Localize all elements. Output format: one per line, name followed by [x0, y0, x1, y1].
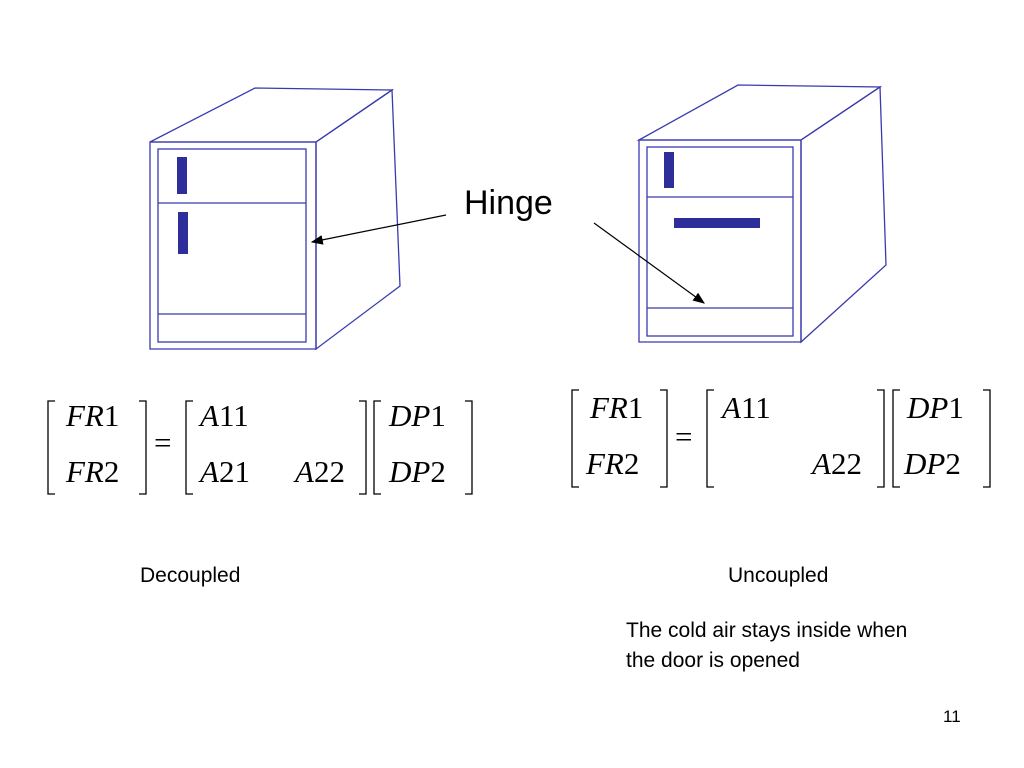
- left-dp2-index: 2: [430, 454, 446, 489]
- right-a22-symbol: A: [812, 446, 831, 481]
- left-equals-sign: =: [154, 425, 172, 460]
- left-dp2-symbol: DP: [389, 454, 431, 489]
- right-a-bracket-open: [706, 389, 714, 488]
- left-fr2-symbol: FR: [66, 454, 104, 489]
- right-fr1-index: 1: [627, 390, 644, 425]
- left-fr2: FR2: [66, 454, 119, 490]
- left-dp-bracket-open: [373, 400, 381, 495]
- left-fr1: FR1: [66, 398, 119, 434]
- right-equation-brackets: [571, 389, 991, 488]
- right-dp1: DP1: [907, 390, 964, 426]
- hinge-label: Hinge: [464, 184, 553, 222]
- uncoupled-note-line-1: The cold air stays inside when: [626, 619, 908, 642]
- right-a22-index: 22: [830, 446, 862, 481]
- right-fr2-index: 2: [623, 446, 640, 481]
- left-a22-symbol: A: [295, 454, 314, 489]
- right-fr2-symbol: FR: [586, 446, 624, 481]
- uncoupled-note-line-2: the door is opened: [626, 649, 800, 672]
- left-a11-index: 11: [218, 398, 249, 433]
- left-dp1: DP1: [389, 398, 446, 434]
- left-fr-bracket-close: [139, 400, 147, 495]
- refrigerator-uncoupled: [636, 84, 887, 344]
- left-fr2-index: 2: [103, 454, 120, 489]
- left-equation-brackets: [47, 400, 473, 495]
- right-dp2-index: 2: [945, 446, 961, 481]
- right-a11-symbol: A: [722, 390, 741, 425]
- left-dp-bracket-close: [465, 400, 473, 495]
- left-a21: A21: [200, 454, 250, 490]
- right-a22: A22: [812, 446, 862, 482]
- fridge-right-inner: [646, 146, 794, 337]
- right-dp1-symbol: DP: [907, 390, 949, 425]
- right-fr-bracket-open: [571, 389, 579, 488]
- right-a11: A11: [722, 390, 771, 426]
- left-a21-symbol: A: [200, 454, 219, 489]
- left-a22: A22: [295, 454, 345, 490]
- fridge-right-drawer-handle: [674, 218, 760, 228]
- fridge-left-inner: [157, 148, 307, 343]
- left-a21-index: 21: [218, 454, 250, 489]
- refrigerator-decoupled: [149, 87, 401, 351]
- right-equals-sign: =: [675, 419, 693, 454]
- left-fr1-index: 1: [103, 398, 120, 433]
- right-fr-bracket-close: [660, 389, 668, 488]
- fridge-left-side: [315, 88, 401, 351]
- fridge-right-side: [800, 85, 887, 344]
- right-dp2: DP2: [904, 446, 961, 482]
- right-a11-index: 11: [740, 390, 771, 425]
- left-dp1-symbol: DP: [389, 398, 431, 433]
- right-dp2-symbol: DP: [904, 446, 946, 481]
- right-fr1-symbol: FR: [590, 390, 628, 425]
- page-number: 11: [943, 707, 961, 726]
- right-fr2: FR2: [586, 446, 639, 482]
- right-dp-bracket-close: [983, 389, 991, 488]
- fridge-right-top: [636, 84, 883, 141]
- hinge-arrow-right: [593, 222, 705, 304]
- uncoupled-note: The cold air stays inside when the door …: [626, 616, 907, 676]
- right-a-bracket-close: [877, 389, 885, 488]
- left-dp1-index: 1: [430, 398, 446, 433]
- fridge-right-top-handle: [664, 152, 674, 188]
- fridge-left-bottom-handle: [178, 212, 188, 254]
- fridge-left-top-handle: [177, 157, 187, 194]
- caption-decoupled: Decoupled: [140, 564, 241, 587]
- right-dp-bracket-open: [892, 389, 900, 488]
- right-fr1: FR1: [590, 390, 643, 426]
- left-a-bracket-close: [359, 400, 367, 495]
- left-a22-index: 22: [313, 454, 345, 489]
- caption-uncoupled: Uncoupled: [728, 564, 829, 587]
- right-dp1-index: 1: [948, 390, 964, 425]
- left-fr1-symbol: FR: [66, 398, 104, 433]
- hinge-arrow-left: [310, 214, 447, 245]
- fridge-right-front: [638, 139, 802, 343]
- left-a-bracket-open: [185, 400, 193, 495]
- left-fr-bracket-open: [47, 400, 55, 495]
- left-a11: A11: [200, 398, 249, 434]
- left-a11-symbol: A: [200, 398, 219, 433]
- fridge-left-front: [149, 141, 317, 350]
- left-dp2: DP2: [389, 454, 446, 490]
